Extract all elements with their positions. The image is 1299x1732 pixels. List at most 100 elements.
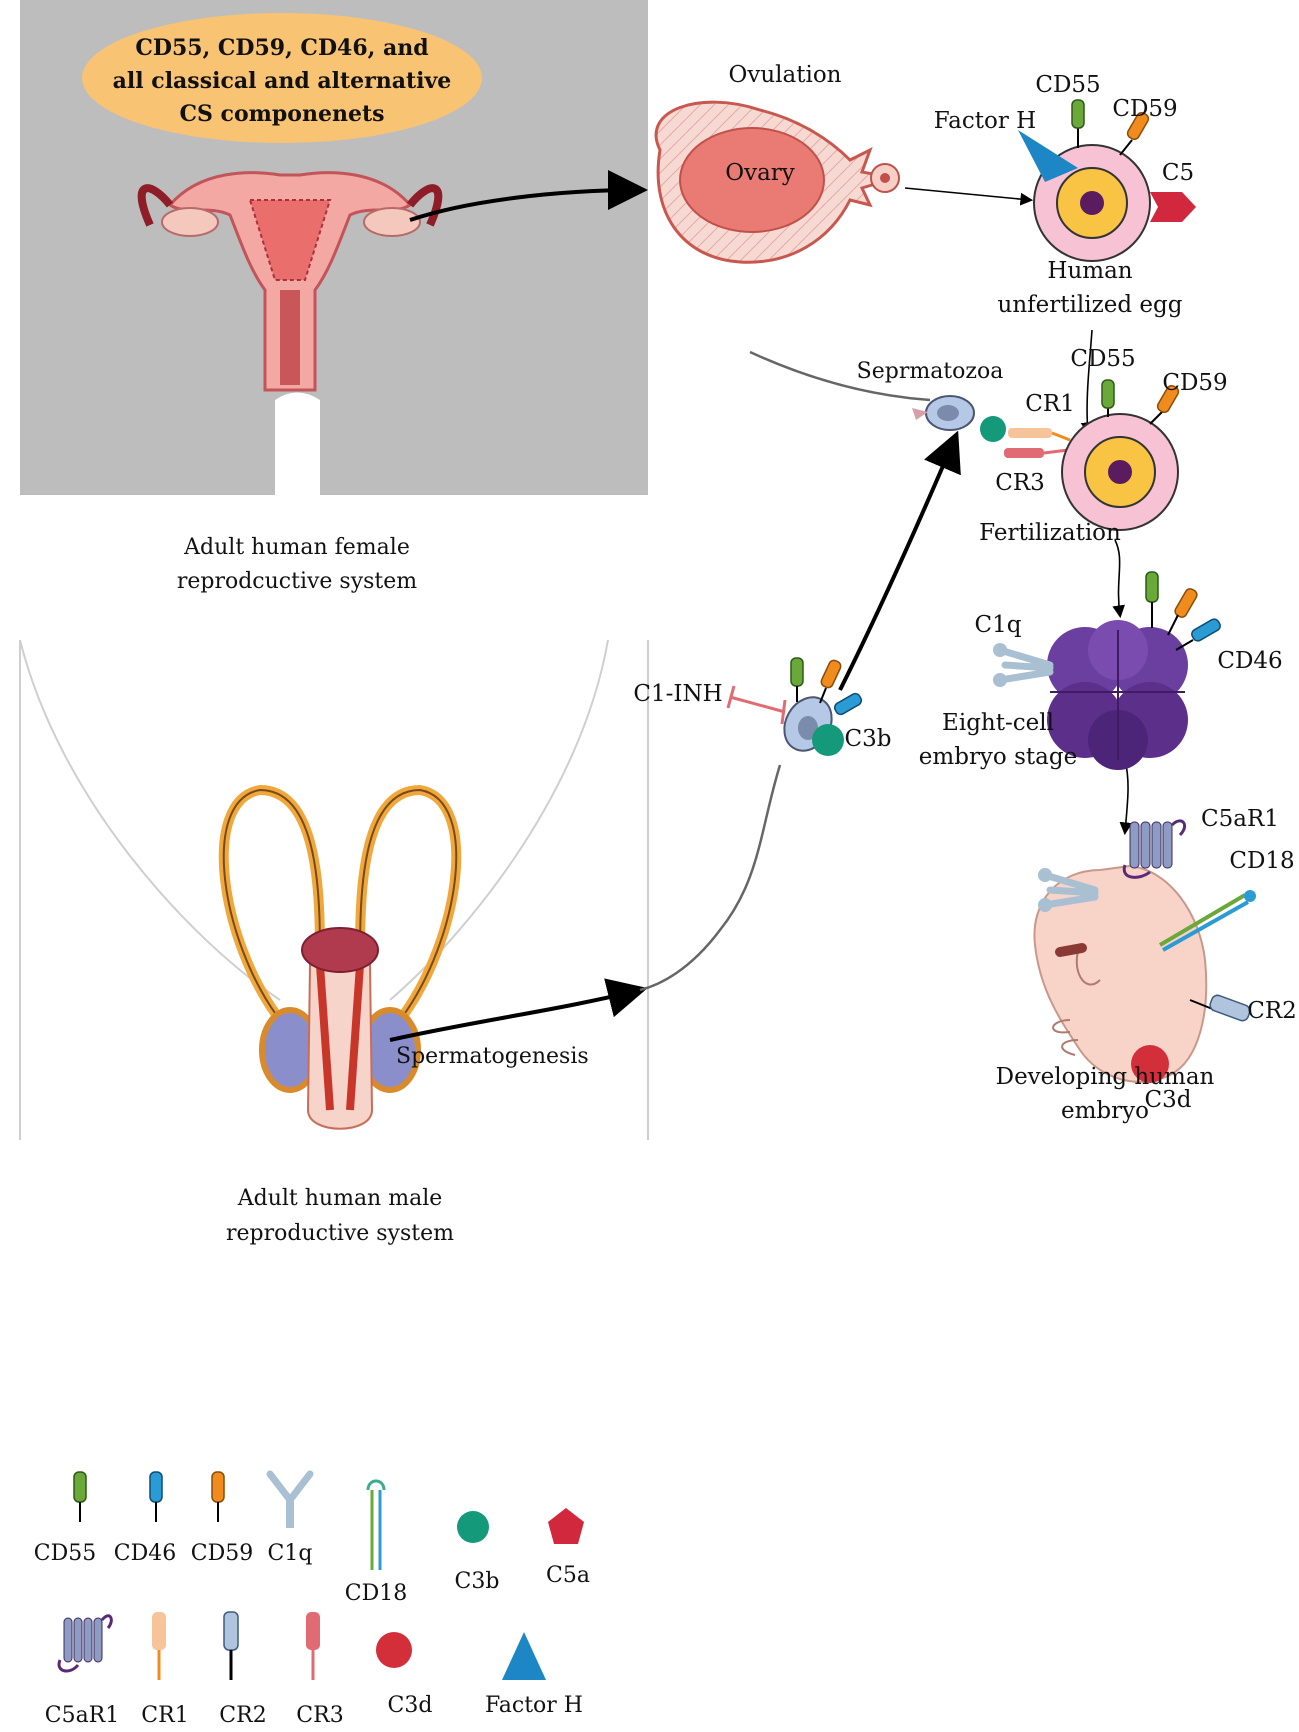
egg-label-cd59: CD59	[1112, 96, 1177, 122]
developing-embryo: C5aR1 CD18 CR2 C3d Developing human embr…	[996, 806, 1297, 1124]
sperm-cd46-receptor	[833, 692, 863, 716]
eight-cell-cd59-receptor	[1174, 588, 1198, 618]
legend-cd59: CD59	[191, 1471, 253, 1566]
legend-label-cr2: CR2	[219, 1703, 266, 1728]
legend-cd55: CD55	[34, 1471, 96, 1566]
embryo-caption-line-1: Developing human	[996, 1064, 1215, 1090]
male-organ-icon	[218, 784, 462, 1130]
male-caption-line-2: reproductive system	[226, 1221, 454, 1246]
sperm-cd55-receptor	[790, 657, 804, 687]
legend-label-cr3: CR3	[296, 1703, 343, 1728]
arrow-fertilization-to-eight-cell	[1112, 539, 1125, 619]
arrow-eight-cell-to-embryo	[1119, 759, 1133, 836]
legend-c5a: C5a	[546, 1508, 590, 1588]
sperm-cr1	[980, 416, 1006, 442]
spermatozoa-label: Seprmatozoa	[857, 359, 1004, 384]
male-body-outline	[19, 639, 649, 1140]
arrow-uterus-to-ovary	[409, 170, 648, 222]
legend-label-c5ar1: C5aR1	[45, 1703, 120, 1728]
legend-label-cd18: CD18	[345, 1581, 407, 1606]
female-reproductive-panel: CD55, CD59, CD46, and all classical and …	[20, 0, 648, 594]
sperm-tail-top	[749, 350, 931, 402]
legend-factor-h: Factor H	[485, 1632, 583, 1718]
legend-cr3: CR3	[296, 1612, 344, 1728]
male-reproductive-panel: Spermatogenesis Adult human male reprodu…	[19, 639, 649, 1246]
legend-label-factor-h: Factor H	[485, 1693, 583, 1718]
female-legs-gap	[275, 400, 320, 495]
embryo-cd18	[1158, 890, 1256, 952]
eight-cell-c1q	[993, 643, 1054, 687]
legend-c1q: C1q	[266, 1470, 314, 1566]
sperm-tail-mid	[639, 764, 782, 992]
egg-cd59-receptor	[1126, 111, 1150, 141]
legend-cd18: CD18	[345, 1479, 407, 1606]
sperm-c3b	[812, 724, 844, 756]
bubble-line-1: CD55, CD59, CD46, and	[135, 35, 428, 61]
egg-caption-line-1: Human	[1047, 258, 1132, 284]
bubble-line-2: all classical and alternative	[113, 68, 452, 94]
embryo-cr2	[1189, 994, 1251, 1022]
egg-factor-h	[1018, 130, 1078, 182]
female-caption-line-2: reprodcuctive system	[177, 569, 417, 594]
legend-label-c5a: C5a	[546, 1563, 590, 1588]
fertilization-cd59-receptor	[1156, 384, 1180, 414]
embryo-label-cr2: CR2	[1247, 998, 1297, 1024]
legend-label-c1q: C1q	[268, 1541, 313, 1566]
umbilical-cord	[1055, 943, 1087, 957]
egg-label-cd55: CD55	[1035, 72, 1100, 98]
arrow-spermatogenesis-to-sperm	[389, 978, 648, 1042]
legend-label-cr1: CR1	[141, 1703, 188, 1728]
bubble-line-3: CS componenets	[180, 101, 385, 127]
arrow-sperm-to-fertilization	[838, 430, 961, 691]
c1-inh-inhibitor	[729, 695, 786, 714]
embryo-c3d	[1131, 1045, 1169, 1083]
ovulation-title: Ovulation	[729, 62, 842, 88]
embryo-label-c3d: C3d	[1145, 1087, 1192, 1113]
spermatogenesis-label: Spermatogenesis	[396, 1044, 589, 1069]
embryo-c5ar1	[1122, 819, 1186, 879]
legend: CD55 CD46 CD59 C1q CD18 C3b	[34, 1470, 590, 1728]
legend-label-cd55: CD55	[34, 1541, 96, 1566]
legend-label-cd46: CD46	[114, 1541, 176, 1566]
arrow-ovary-to-egg	[904, 187, 1034, 206]
embryo-c1q	[1038, 868, 1099, 912]
eight-cell-caption-line-1: Eight-cell	[942, 710, 1054, 736]
embryo-caption-line-2: embryo	[1061, 1098, 1149, 1124]
ovary-label: Ovary	[725, 160, 795, 186]
female-caption-line-1: Adult human female	[183, 535, 410, 560]
legend-cr1: CR1	[141, 1612, 189, 1728]
fertilization-cr3-receptor	[1004, 448, 1044, 458]
unfertilized-egg: CD55 CD59 Factor H C5 Human unfertilized…	[934, 72, 1196, 318]
legend-c3d: C3d	[376, 1632, 432, 1718]
fertilization-group: Seprmatozoa CR1 CR3 CD55 CD59 Fertilizat…	[749, 346, 1228, 546]
egg-label-factor-h: Factor H	[934, 108, 1036, 134]
male-caption-line-1: Adult human male	[237, 1186, 443, 1211]
eight-cell-cd46-receptor	[1191, 618, 1221, 642]
fertilization-cd55-receptor	[1101, 379, 1115, 409]
eight-cell-embryo: C1q CD46 Eight-cell embryo stage	[919, 571, 1283, 770]
embryo-label-cd18: CD18	[1229, 848, 1294, 874]
legend-cd46: CD46	[114, 1471, 176, 1566]
complement-components-bubble	[82, 13, 482, 143]
legend-c3b: C3b	[455, 1511, 500, 1594]
ovary-illustration: Ovulation Ovary	[654, 62, 900, 264]
egg-label-c5: C5	[1162, 160, 1194, 186]
egg-cd55-receptor	[1071, 99, 1085, 129]
fertilization-label-cr3: CR3	[995, 470, 1045, 496]
sperm-mid: C1-INH C3b	[633, 657, 892, 992]
eight-cell-caption-line-2: embryo stage	[919, 744, 1077, 770]
legend-c5ar1: C5aR1	[45, 1614, 120, 1728]
fertilization-caption: Fertilization	[979, 520, 1121, 546]
legend-label-c3d: C3d	[388, 1693, 433, 1718]
fertilization-label-cd55: CD55	[1070, 346, 1135, 372]
eight-cell-label-c1q: C1q	[975, 612, 1022, 638]
eight-cell-cd55-receptor	[1145, 571, 1159, 603]
fertilization-cr1-receptor	[1008, 428, 1052, 438]
sperm-label-c3b: C3b	[845, 726, 892, 752]
egg-c5	[1150, 192, 1196, 222]
sperm-cd59-receptor	[820, 659, 842, 689]
legend-label-cd59: CD59	[191, 1541, 253, 1566]
legend-label-c3b: C3b	[455, 1569, 500, 1594]
